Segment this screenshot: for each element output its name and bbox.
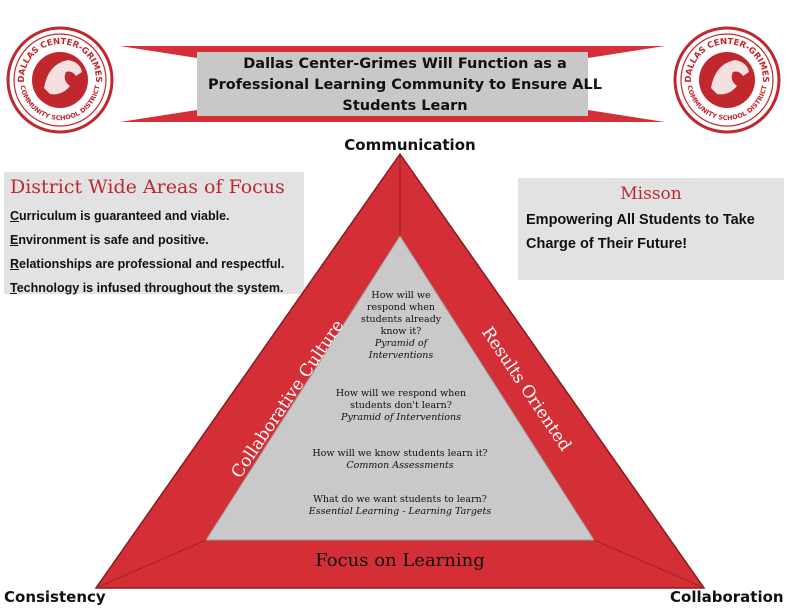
question-text: How will we know students learn it?	[312, 448, 488, 459]
focus-item-initial: R	[10, 257, 20, 271]
question-block: How will we know students learn it? Comm…	[312, 448, 488, 472]
focus-item: Technology is infused throughout the sys…	[10, 281, 283, 295]
triangle-inner	[205, 235, 595, 541]
question-block: How will we respond when students alread…	[352, 290, 450, 362]
focus-item-text: nvironment is safe and positive.	[18, 233, 209, 247]
district-logo-right: DALLAS CENTER-GRIMES COMMUNITY SCHOOL DI…	[673, 26, 781, 134]
side-label-bottom: Focus on Learning	[315, 550, 485, 571]
banner-title: Dallas Center-Grimes Will Function as a …	[200, 54, 610, 117]
focus-item-initial: T	[10, 281, 17, 295]
question-subtitle: Essential Learning - Learning Targets	[308, 506, 492, 517]
question-subtitle: Pyramid of Interventions	[368, 338, 434, 361]
mission-text: Empowering All Students to Take Charge o…	[526, 212, 755, 252]
corner-label-bottom-right: Collaboration	[670, 588, 784, 606]
mission-panel	[518, 178, 784, 280]
district-logo-left: DALLAS CENTER-GRIMES COMMUNITY SCHOOL DI…	[6, 26, 114, 134]
focus-item-text: urriculum is guaranteed and viable.	[19, 209, 230, 223]
focus-item-initial: E	[10, 233, 19, 247]
banner-frame	[120, 46, 665, 122]
focus-title: District Wide Areas of Focus	[10, 176, 285, 198]
focus-item: Relationships are professional and respe…	[10, 257, 284, 271]
question-subtitle: Pyramid of Interventions	[341, 412, 461, 423]
focus-item: Environment is safe and positive.	[10, 233, 209, 247]
focus-item-initial: C	[10, 209, 20, 223]
question-text: How will we respond when students don't …	[335, 388, 467, 411]
corner-label-bottom-left: Consistency	[4, 588, 106, 606]
corner-label-top: Communication	[344, 136, 476, 154]
question-subtitle: Common Assessments	[346, 460, 454, 471]
focus-panel	[4, 172, 304, 294]
focus-item: Curriculum is guaranteed and viable.	[10, 209, 230, 223]
question-text: How will we respond when students alread…	[360, 290, 442, 337]
question-text: What do we want students to learn?	[313, 494, 487, 505]
question-block: What do we want students to learn? Essen…	[296, 494, 504, 518]
focus-item-text: echnology is infused throughout the syst…	[16, 281, 284, 295]
mission-title: Misson	[620, 184, 682, 204]
focus-item-text: elationships are professional and respec…	[19, 257, 285, 271]
banner-line: Professional Learning Community to Ensur…	[208, 77, 602, 93]
banner-line: Dallas Center-Grimes Will Function as a	[243, 56, 567, 72]
question-block: How will we respond when students don't …	[334, 388, 468, 424]
banner-line: Students Learn	[342, 98, 468, 114]
